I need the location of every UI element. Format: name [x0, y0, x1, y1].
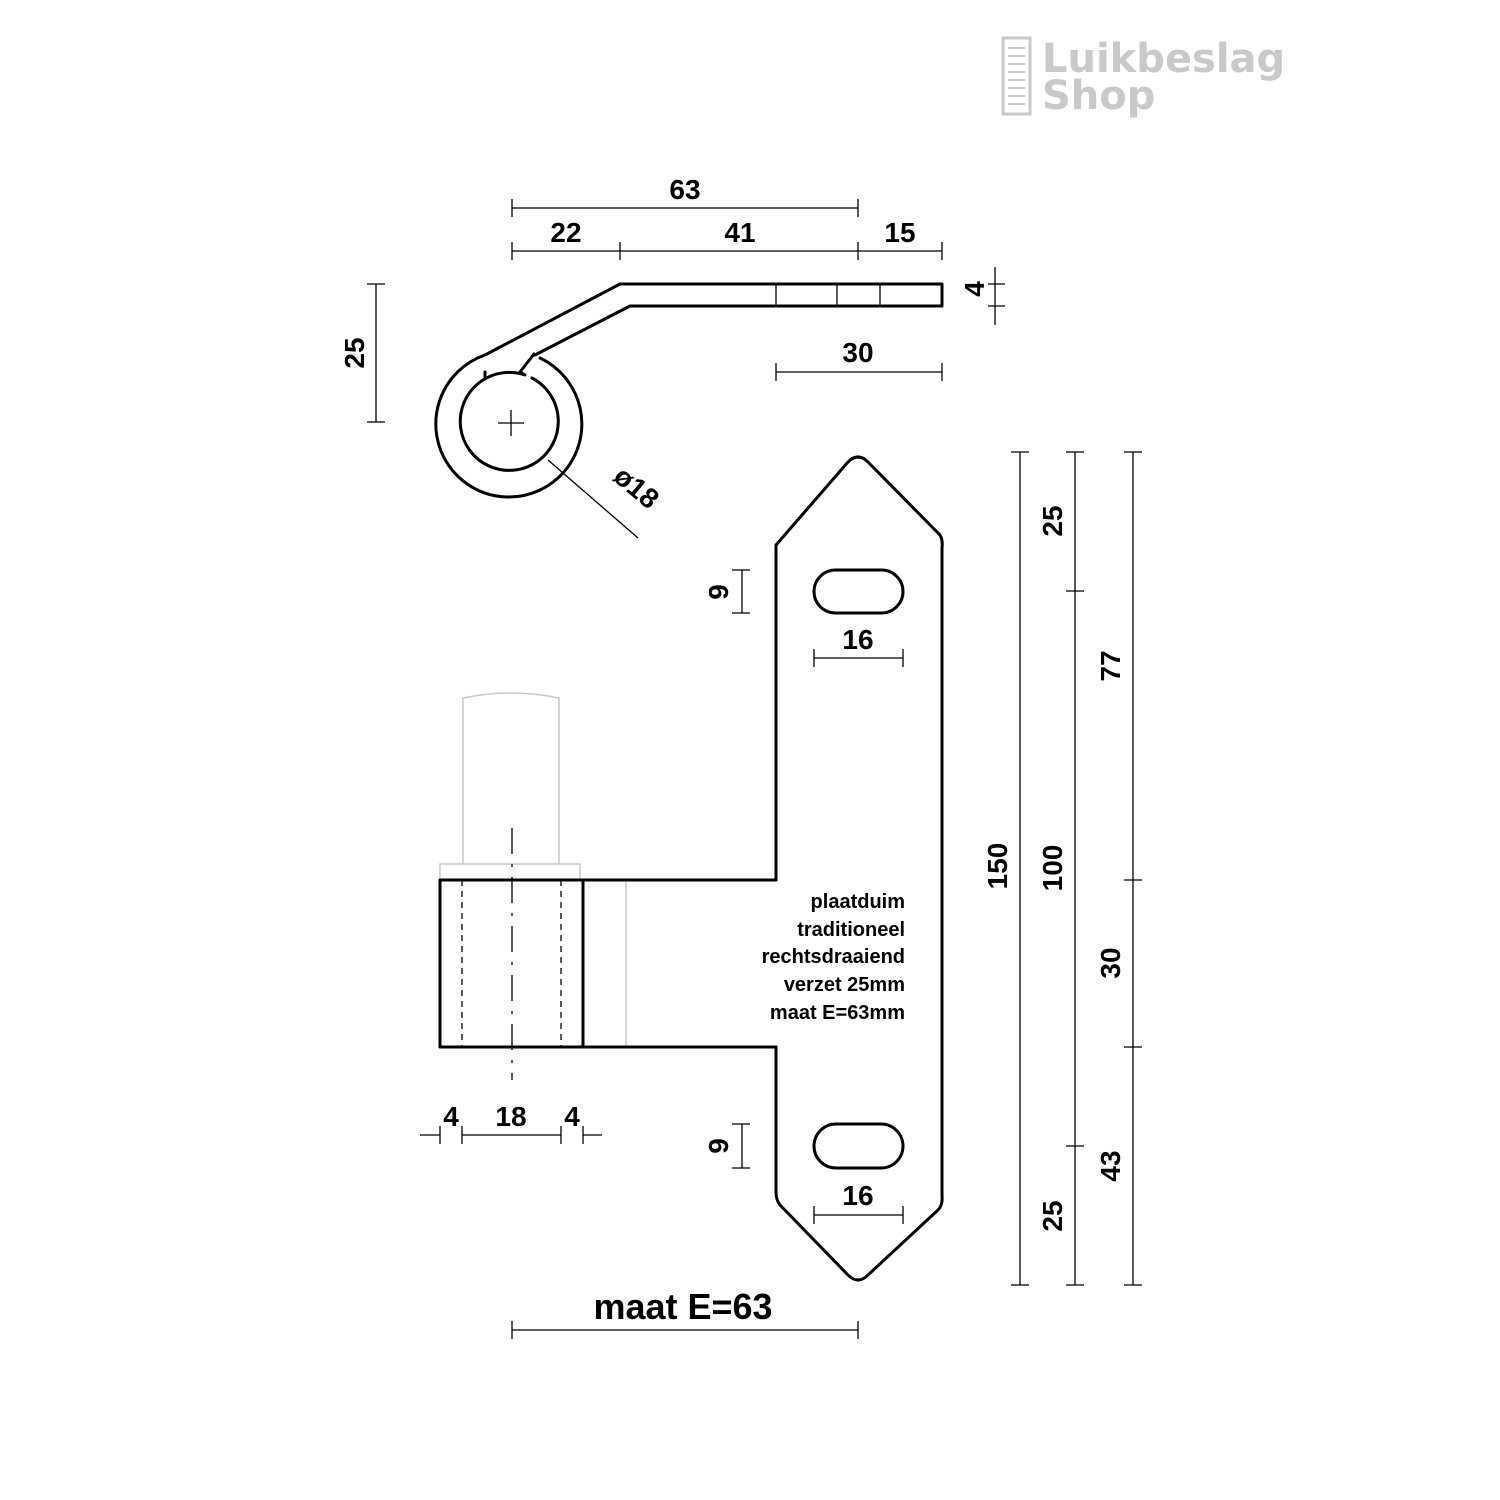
logo: Luikbeslag Shop [1001, 36, 1285, 119]
dim-slot-bottom-16: 16 [842, 1180, 873, 1211]
slot-bottom [812, 1122, 905, 1170]
description-line: plaatduim [811, 891, 905, 913]
dim-barrel-left-4: 4 [443, 1101, 459, 1132]
dim-63: 63 [669, 174, 700, 205]
dim-43: 43 [1095, 1150, 1126, 1181]
dim-30-top: 30 [842, 337, 873, 368]
dim-offset-25: 25 [339, 337, 370, 368]
logo-line-2: Shop [1042, 73, 1155, 119]
logo-icon [1001, 36, 1032, 116]
dim-slot-top-16: 16 [842, 624, 873, 655]
description-line: traditioneel [797, 919, 905, 941]
dim-barrel-18: 18 [495, 1101, 526, 1132]
barrel-outline [438, 878, 778, 1049]
dim-100: 100 [1037, 845, 1068, 892]
slot-top [812, 568, 905, 615]
dim-77: 77 [1095, 650, 1126, 681]
logo-line-1: Luikbeslag [1042, 36, 1285, 82]
description-line: verzet 25mm [784, 974, 905, 996]
diameter-leader [547, 459, 639, 539]
dim-15: 15 [884, 217, 915, 248]
maat-label: maat E=63 [593, 1286, 772, 1327]
dim-thickness-4: 4 [959, 281, 990, 297]
description-line: rechtsdraaiend [762, 946, 905, 968]
dim-22: 22 [550, 217, 581, 248]
plate-outline [774, 455, 944, 1282]
dim-41: 41 [724, 217, 755, 248]
dim-slot-top-9: 9 [703, 584, 734, 600]
pin-ghost [462, 692, 560, 864]
dim-150: 150 [982, 843, 1013, 890]
description-block: plaatduim traditioneel rechtsdraaiend ve… [762, 891, 905, 1024]
pin-ghost-base [439, 863, 581, 881]
dim-slot-bottom-9: 9 [703, 1138, 734, 1154]
strap-profile-outer [533, 282, 944, 357]
dim-25-top: 25 [1037, 505, 1068, 536]
dim-barrel-right-4: 4 [564, 1101, 580, 1132]
dim-25-bottom: 25 [1037, 1200, 1068, 1231]
dim-30-side: 30 [1095, 947, 1126, 978]
barrel-inner-circle [458, 352, 560, 472]
front-view: 9 16 9 16 4 18 4 maat E=63 plaatduim [420, 451, 1142, 1339]
dim-diameter: ø18 [608, 460, 665, 515]
description-line: maat E=63mm [770, 1002, 905, 1024]
strap-profile-upper [434, 282, 622, 499]
top-view: ø18 63 22 41 15 4 25 30 [339, 174, 1005, 539]
